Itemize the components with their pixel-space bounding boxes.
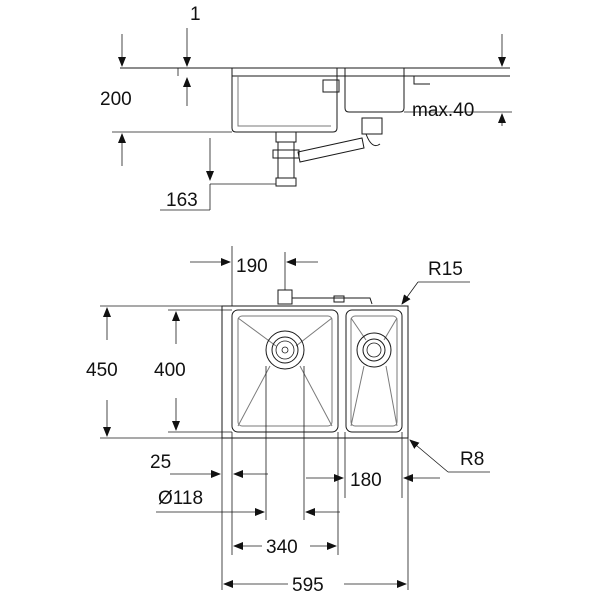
drain-large-center (281, 346, 289, 354)
drain-nut (272, 149, 300, 159)
plan-bowl-large (231, 309, 339, 433)
drain-tailpiece (277, 142, 295, 179)
overflow-pipe (297, 137, 365, 163)
dim-1-label: 1 (190, 4, 201, 25)
drain-small-outer (356, 332, 392, 368)
plan-bowl-small (345, 309, 403, 433)
side-bowl-large (231, 68, 338, 133)
side-bowl-large-inner (237, 76, 331, 127)
dim-25-label: 25 (150, 452, 171, 473)
overflow-connector (277, 289, 293, 305)
drain-small-strainer (366, 342, 382, 358)
drain-outlet (275, 131, 297, 143)
dim-r8-label: R8 (460, 449, 484, 470)
small-drain-elbow (365, 133, 381, 147)
hose-clamp (333, 295, 345, 303)
plan-view: 190 R15 450 400 25 180 R8 (86, 246, 490, 596)
dim-r15-label: R15 (428, 259, 463, 280)
small-drain-outlet (361, 117, 383, 135)
dim-max40-label: max.40 (412, 100, 474, 121)
dim-d118-label: Ø118 (158, 488, 203, 509)
drain-large-outer (265, 330, 305, 370)
sink-outline (221, 305, 409, 439)
side-view: 1 200 max.40 163 (100, 4, 512, 211)
dim-190-label: 190 (236, 256, 268, 277)
dim-163-label: 163 (166, 190, 198, 211)
dim-200-label: 200 (100, 89, 132, 110)
dim-180-label: 180 (350, 470, 382, 491)
bowl-small-slope-lines (350, 317, 398, 427)
drain-end (275, 177, 297, 187)
dim-595-label: 595 (292, 575, 324, 596)
overflow-hose (292, 297, 373, 305)
drain-large-ring (271, 336, 299, 364)
drain-small-ring (362, 338, 386, 362)
dim-400-label: 400 (154, 360, 186, 381)
dim-340-label: 340 (266, 537, 298, 558)
mounting-clip (322, 79, 340, 93)
side-bowl-small (344, 68, 405, 113)
dim-450-label: 450 (86, 360, 118, 381)
mounting-bracket (404, 75, 430, 85)
drain-large-strainer (275, 340, 295, 360)
bowl-large-slope-lines (237, 317, 333, 427)
